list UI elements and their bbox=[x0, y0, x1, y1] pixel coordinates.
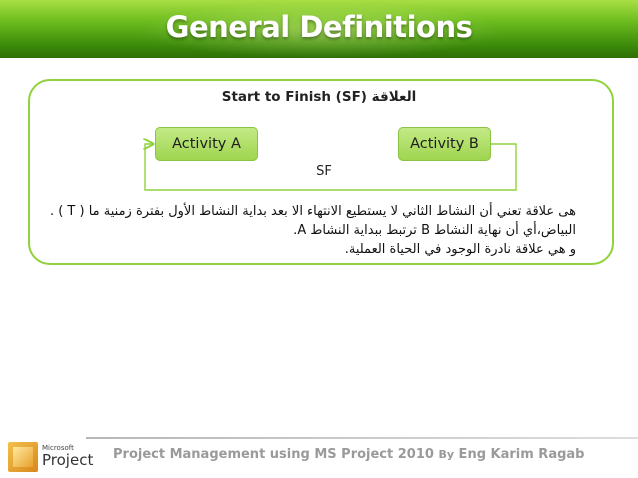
footer-divider bbox=[86, 437, 638, 439]
title-banner: General Definitions bbox=[0, 0, 638, 58]
banner-glow bbox=[0, 0, 638, 58]
ms-project-logo-icon bbox=[8, 442, 38, 472]
description-line-1: هى علاقة تعني أن النشاط الثاني لا يستطيع… bbox=[49, 204, 576, 219]
panel-title: Start to Finish (SF) العلاقة bbox=[221, 89, 417, 105]
logo-product: Project bbox=[42, 451, 94, 469]
page-title: General Definitions bbox=[165, 10, 473, 44]
description-line-2: البياض،أي أن نهاية النشاط B ترتبط ببداية… bbox=[293, 223, 576, 238]
logo-brand: Microsoft bbox=[42, 444, 74, 452]
footer-by: By bbox=[438, 448, 455, 461]
footer-caption: Project Management using MS Project 2010… bbox=[113, 447, 633, 462]
description-line-3: و هي علاقة نادرة الوجود في الحياة العملي… bbox=[344, 242, 576, 257]
footer-author: Eng Karim Ragab bbox=[454, 447, 585, 462]
footer-main: Project Management using MS Project 2010 bbox=[113, 447, 439, 462]
activity-b-box: Activity B bbox=[398, 127, 491, 161]
sf-link-label: SF bbox=[316, 164, 332, 179]
activity-a-box: Activity A bbox=[155, 127, 258, 161]
ms-project-logo: Microsoft Project bbox=[8, 440, 93, 472]
